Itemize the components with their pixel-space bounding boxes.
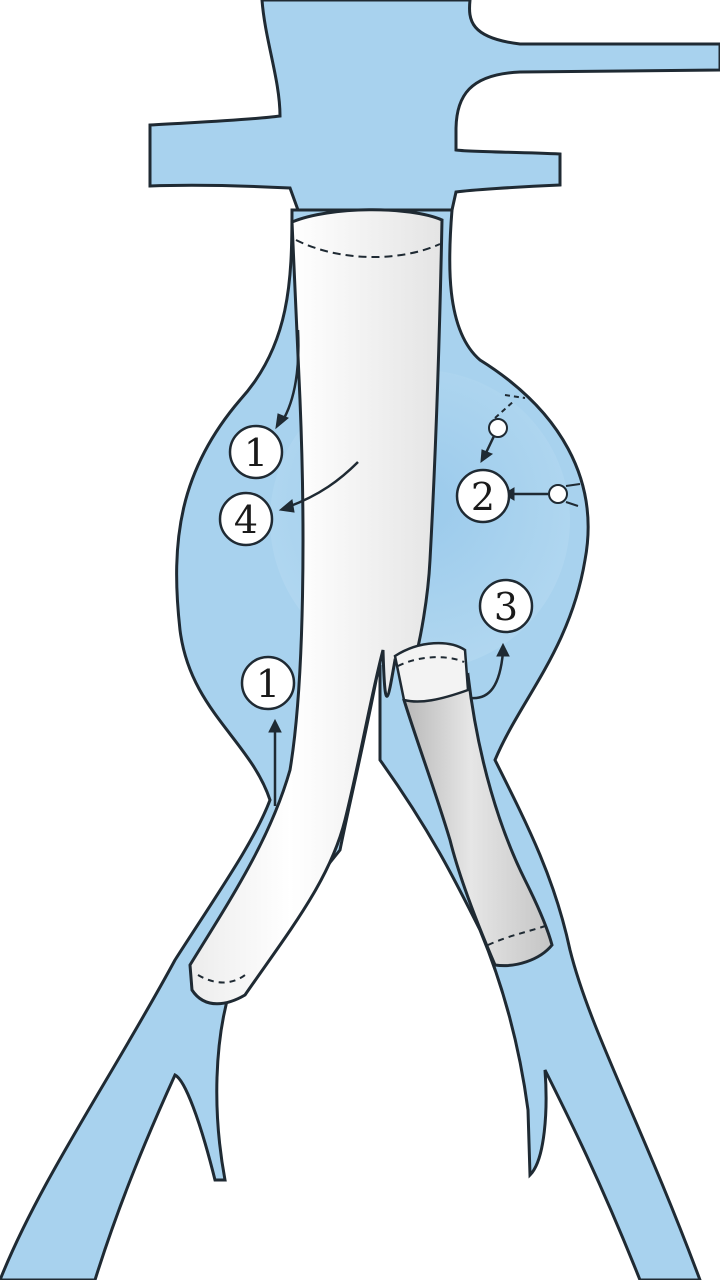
label-1-lower: 1 — [242, 657, 294, 709]
label-1-lower-text: 1 — [256, 662, 280, 706]
label-3-text: 3 — [494, 585, 518, 629]
label-4-text: 4 — [234, 498, 258, 542]
branch-orifice-right — [549, 485, 567, 503]
label-2-text: 2 — [471, 475, 495, 519]
label-1-upper-text: 1 — [244, 431, 268, 475]
label-2: 2 — [457, 470, 509, 522]
label-4: 4 — [220, 493, 272, 545]
right-gate-stub — [395, 643, 468, 701]
label-1-upper: 1 — [230, 426, 282, 478]
branch-orifice-upper — [489, 419, 507, 437]
aorta-upper-and-renal-arteries — [150, 0, 720, 210]
label-3: 3 — [480, 580, 532, 632]
